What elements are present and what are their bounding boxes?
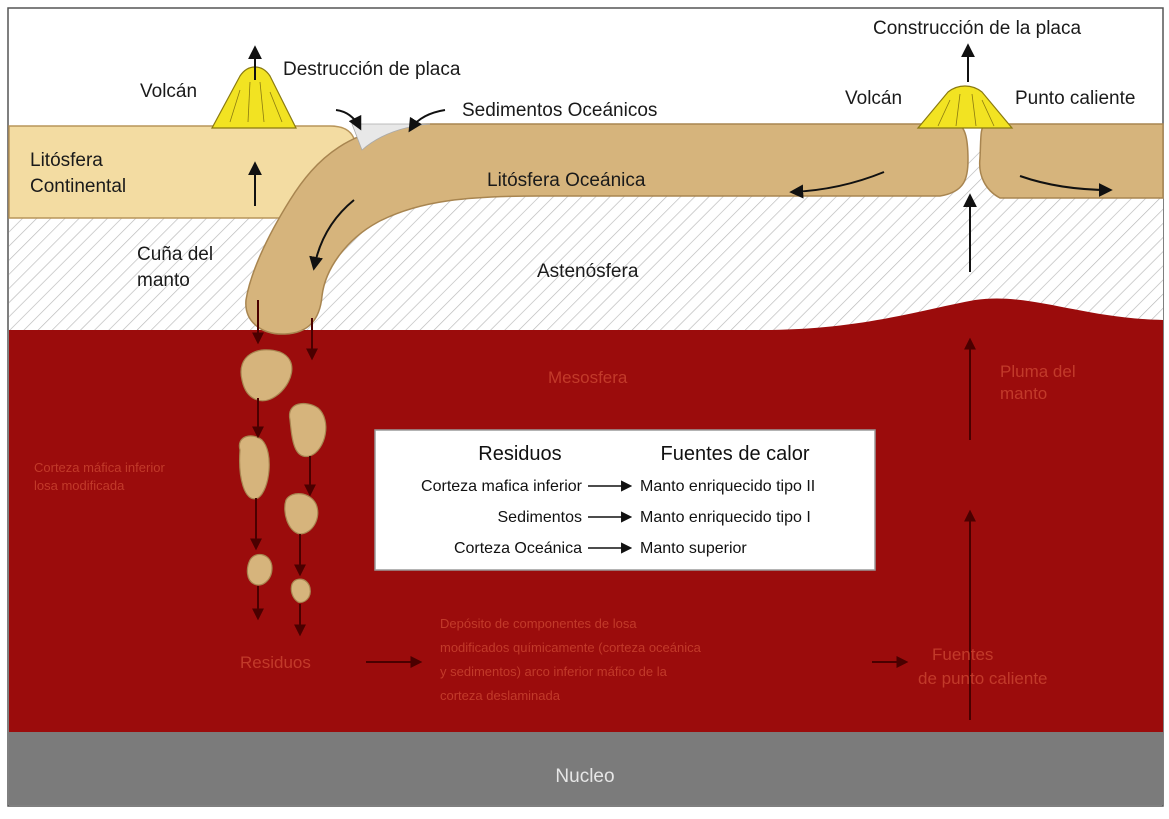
- label-hotspot-sources-1: Fuentes: [932, 645, 993, 664]
- slab-fragment: [239, 436, 269, 499]
- legend-row-from: Corteza Oceánica: [454, 540, 582, 557]
- legend-row-from: Sedimentos: [498, 509, 583, 526]
- label-plate-destruction: Destrucción de placa: [283, 59, 461, 80]
- label-oceanic-lithosphere: Litósfera Oceánica: [487, 170, 646, 191]
- label-mantle-wedge-2: manto: [137, 270, 190, 291]
- label-plume-1: Pluma del: [1000, 362, 1076, 381]
- label-continental-lithosphere-2: Continental: [30, 176, 126, 197]
- legend-row-to: Manto enriquecido tipo II: [640, 478, 815, 495]
- label-plume-2: manto: [1000, 384, 1047, 403]
- label-core: Nucleo: [555, 766, 614, 787]
- legend-box: Residuos Fuentes de calor Corteza mafica…: [375, 430, 875, 570]
- label-continental-lithosphere-1: Litósfera: [30, 150, 103, 171]
- legend-header-residues: Residuos: [478, 443, 561, 465]
- label-hot-spot: Punto caliente: [1015, 88, 1135, 109]
- label-oceanic-sediments: Sedimentos Oceánicos: [462, 100, 657, 121]
- label-deposit-3: y sedimentos) arco inferior máfico de la: [440, 664, 668, 679]
- label-volcano-right: Volcán: [845, 88, 902, 109]
- label-deposit-2: modificados químicamente (corteza oceáni…: [440, 640, 702, 655]
- label-mesosphere: Mesosfera: [548, 368, 628, 387]
- label-crust-left-1: Corteza máfica inferior: [34, 460, 165, 475]
- label-plate-construction: Construcción de la placa: [873, 18, 1081, 39]
- slab-fragment: [247, 554, 272, 585]
- legend-row-to: Manto superior: [640, 540, 747, 557]
- legend-row-to: Manto enriquecido tipo I: [640, 509, 811, 526]
- label-crust-left-2: losa modificada: [34, 478, 125, 493]
- label-deposit-1: Depósito de componentes de losa: [440, 616, 637, 631]
- label-mantle-wedge-1: Cuña del: [137, 244, 213, 265]
- label-deposit-4: corteza deslaminada: [440, 688, 561, 703]
- slab-fragment: [291, 579, 310, 602]
- label-asthenosphere: Astenósfera: [537, 261, 639, 282]
- label-hotspot-sources-2: de punto caliente: [918, 669, 1048, 688]
- legend-header-heat-sources: Fuentes de calor: [661, 443, 810, 465]
- legend-row-from: Corteza mafica inferior: [421, 478, 583, 495]
- label-volcano-left: Volcán: [140, 81, 197, 102]
- label-residues-bottom: Residuos: [240, 653, 311, 672]
